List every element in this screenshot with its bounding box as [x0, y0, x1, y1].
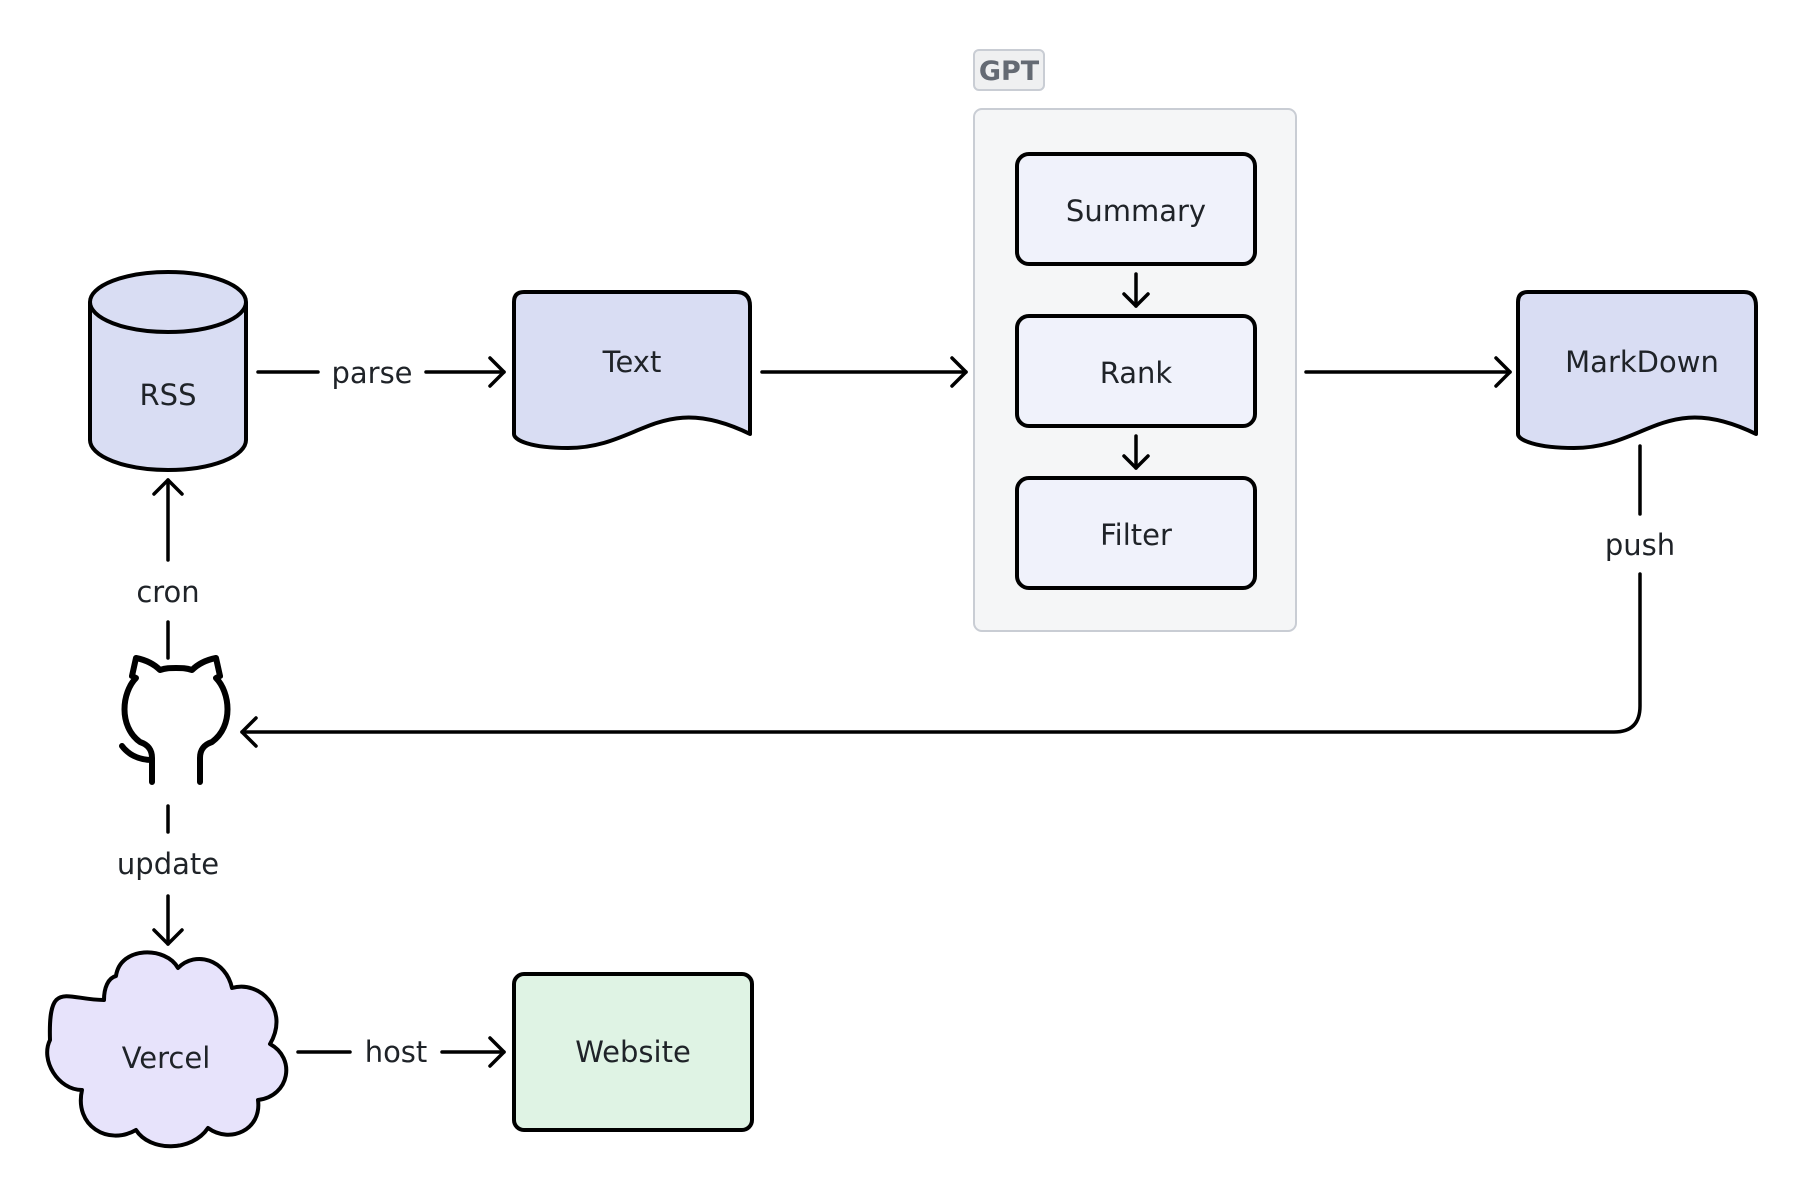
- markdown-document-shape: [1516, 290, 1758, 450]
- website-box: [512, 972, 754, 1132]
- website-node[interactable]: Website: [512, 972, 754, 1132]
- rank-label: Rank: [1100, 356, 1173, 390]
- rss-cylinder-top: [88, 270, 248, 334]
- edge-rank-to-filter-arrowhead: [1122, 454, 1150, 470]
- rss-cylinder-body: [88, 302, 248, 472]
- edge-push-arrowhead: [240, 716, 258, 748]
- vercel-cloud-shape: [45, 950, 289, 1149]
- summary-label: Summary: [1066, 194, 1206, 228]
- edge-cron[interactable]: cron: [136, 478, 200, 660]
- edge-update-label: update: [117, 847, 219, 881]
- filter-node[interactable]: Filter: [1015, 476, 1257, 590]
- edge-parse-arrowhead: [488, 356, 506, 388]
- github-node[interactable]: [119, 655, 231, 785]
- summary-node[interactable]: Summary: [1015, 152, 1257, 266]
- edge-gpt-to-markdown[interactable]: [1304, 356, 1512, 388]
- rss-node[interactable]: RSS: [88, 270, 248, 472]
- markdown-node[interactable]: MarkDown: [1516, 290, 1758, 450]
- vercel-label: Vercel: [122, 1041, 211, 1075]
- edge-update-arrowhead: [152, 928, 184, 946]
- edge-push[interactable]: push: [240, 444, 1675, 748]
- summary-box: [1015, 152, 1257, 266]
- github-icon: [119, 655, 231, 785]
- edge-update[interactable]: update: [117, 804, 219, 946]
- text-label: Text: [602, 345, 662, 379]
- vercel-node[interactable]: Vercel: [45, 950, 289, 1149]
- edge-gpt-to-markdown-arrowhead: [1494, 356, 1512, 388]
- edge-summary-to-rank-arrowhead: [1122, 292, 1150, 308]
- rank-node[interactable]: Rank: [1015, 314, 1257, 428]
- text-node[interactable]: Text: [512, 290, 752, 450]
- rss-label: RSS: [140, 378, 197, 412]
- gpt-group-tag: [973, 49, 1045, 91]
- edge-cron-label: cron: [136, 575, 199, 609]
- edge-host-arrowhead: [488, 1036, 506, 1068]
- edge-rank-to-filter[interactable]: [1122, 434, 1150, 470]
- edge-push-line-end: [240, 572, 1642, 734]
- rank-box: [1015, 314, 1257, 428]
- markdown-label: MarkDown: [1565, 345, 1719, 379]
- edge-text-to-gpt[interactable]: [760, 356, 968, 388]
- gpt-group-label: GPT: [979, 56, 1040, 87]
- text-document-shape: [512, 290, 752, 450]
- edge-text-to-gpt-arrowhead: [950, 356, 968, 388]
- edge-parse[interactable]: parse: [256, 356, 506, 390]
- edge-host[interactable]: host: [296, 1035, 506, 1069]
- edge-push-label: push: [1605, 528, 1675, 562]
- edge-cron-arrowhead: [152, 478, 184, 496]
- edge-parse-label: parse: [331, 356, 412, 390]
- filter-box: [1015, 476, 1257, 590]
- edge-summary-to-rank[interactable]: [1122, 272, 1150, 308]
- filter-label: Filter: [1100, 518, 1172, 552]
- website-label: Website: [575, 1035, 691, 1069]
- edge-host-label: host: [365, 1035, 428, 1069]
